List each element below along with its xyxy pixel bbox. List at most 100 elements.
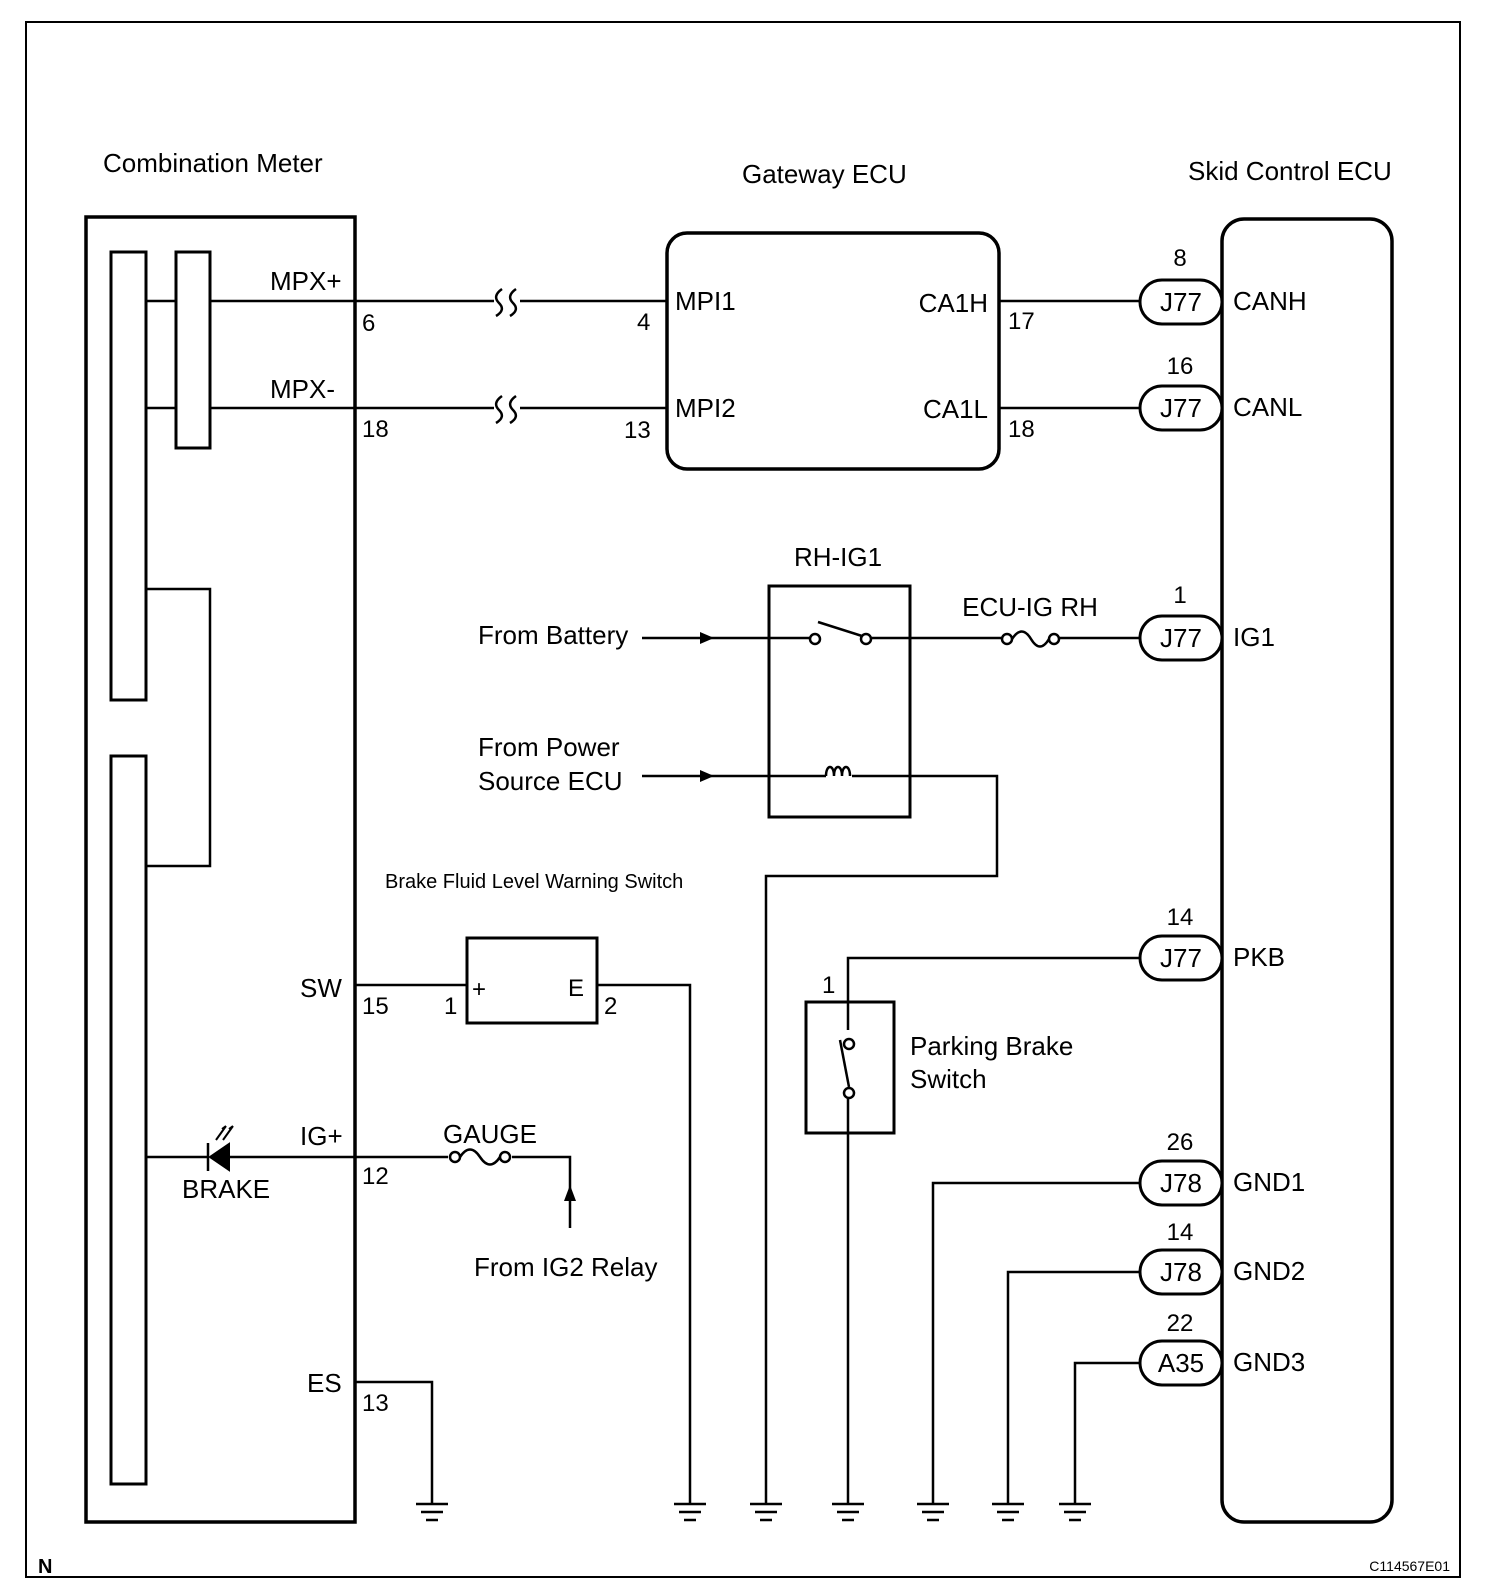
brake-fluid-switch-box <box>465 936 599 1025</box>
pin-mpi1: 4 <box>637 309 650 336</box>
ig2-relay-arrow <box>564 1185 576 1201</box>
terminal-sw: SW <box>300 973 342 1003</box>
meter-internal-wiring <box>146 299 212 868</box>
gnd1-wire <box>931 1181 1140 1504</box>
brake-fluid-switch-pin2: 2 <box>604 993 617 1020</box>
pin-mpi2: 13 <box>624 417 651 444</box>
relay-name: RH-IG1 <box>794 542 882 572</box>
terminal-gnd1: GND1 <box>1233 1167 1305 1197</box>
parking-brake-switch-pin: 1 <box>822 972 835 999</box>
ground-icon-parking <box>832 1502 864 1522</box>
terminal-es: ES <box>307 1368 342 1398</box>
source-power-line1: From Power <box>478 732 620 762</box>
parking-brake-contact-bottom <box>842 1086 856 1100</box>
source-power-line2: Source ECU <box>478 766 623 796</box>
connector-canl: 16 J77 CANL <box>1138 353 1302 432</box>
terminal-ca1h: CA1H <box>919 288 988 318</box>
meter-mpx-module <box>174 250 212 450</box>
pin-sw: 15 <box>362 993 389 1020</box>
terminal-gnd3: GND3 <box>1233 1347 1305 1377</box>
connector-label-ig1: J77 <box>1160 623 1202 653</box>
relay-box <box>767 584 912 819</box>
corner-label-left: N <box>38 1556 52 1578</box>
connector-gnd1: 26 J78 GND1 <box>1138 1129 1305 1207</box>
terminal-canl: CANL <box>1233 392 1302 422</box>
connector-label-gnd3: A35 <box>1158 1348 1204 1378</box>
connector-label-gnd1: J78 <box>1160 1168 1202 1198</box>
pin-ig1: 1 <box>1173 582 1186 609</box>
ground-icon-relay <box>750 1502 782 1522</box>
terminal-canh: CANH <box>1233 286 1307 316</box>
connector-ig1: 1 J77 IG1 <box>1138 582 1275 662</box>
parking-brake-switch-line2: Switch <box>910 1064 987 1094</box>
brake-fluid-switch-title: Brake Fluid Level Warning Switch <box>385 871 683 893</box>
meter-inner-bar-upper <box>109 250 148 702</box>
brake-fluid-switch-e: E <box>568 975 584 1002</box>
battery-arrow <box>700 632 714 644</box>
brake-lamp-label: BRAKE <box>182 1174 270 1204</box>
pin-ig-plus: 12 <box>362 1163 389 1190</box>
pin-mpx-minus: 18 <box>362 416 389 443</box>
terminal-gnd2: GND2 <box>1233 1256 1305 1286</box>
skid-control-ecu-box <box>1220 217 1394 1524</box>
relay-contact-b <box>859 632 873 646</box>
connector-canh: 8 J77 CANH <box>1138 245 1307 326</box>
pin-ca1l: 18 <box>1008 416 1035 443</box>
parking-brake-switch-blade <box>838 1039 851 1088</box>
terminal-pkb: PKB <box>1233 942 1285 972</box>
ground-icon-gnd2 <box>992 1502 1024 1522</box>
fuse-ecu-ig-rh-icon <box>1000 630 1061 648</box>
fuse-ecu-ig-rh-label: ECU-IG RH <box>962 592 1098 622</box>
pin-ca1h: 17 <box>1008 308 1035 335</box>
gnd2-wire <box>1006 1270 1140 1504</box>
source-ig2-relay: From IG2 Relay <box>474 1252 658 1282</box>
ground-icon-brake-switch <box>674 1502 706 1522</box>
terminal-mpx-minus: MPX- <box>270 374 335 404</box>
connector-gnd2: 14 J78 GND2 <box>1138 1219 1305 1296</box>
connector-label-gnd2: J78 <box>1160 1257 1202 1287</box>
terminal-mpi2: MPI2 <box>675 393 736 423</box>
es-wire <box>355 1380 434 1504</box>
parking-brake-contact-top <box>842 1037 856 1051</box>
wire-break-symbol-1 <box>494 287 518 318</box>
fuse-gauge-label: GAUGE <box>443 1119 537 1149</box>
fuse-gauge-icon <box>448 1148 512 1166</box>
pin-pkb: 14 <box>1167 904 1194 931</box>
parking-brake-switch-box <box>804 1000 896 1135</box>
source-battery: From Battery <box>478 620 628 650</box>
brake-fluid-switch-pin1: 1 <box>444 993 457 1020</box>
terminal-mpx-plus: MPX+ <box>270 266 342 296</box>
pin-gnd1: 26 <box>1167 1129 1194 1156</box>
led-rays-icon <box>215 1125 234 1141</box>
skid-control-ecu-title: Skid Control ECU <box>1188 156 1392 186</box>
relay-contact-a <box>808 632 822 646</box>
pin-gnd2: 14 <box>1167 1219 1194 1246</box>
gateway-ecu-box <box>665 231 1001 471</box>
pin-gnd3: 22 <box>1167 1310 1194 1337</box>
connector-label-pkb: J77 <box>1160 943 1202 973</box>
pin-es: 13 <box>362 1390 389 1417</box>
combination-meter-title: Combination Meter <box>103 148 323 178</box>
terminal-mpi1: MPI1 <box>675 286 736 316</box>
gateway-ecu-title: Gateway ECU <box>742 159 907 189</box>
pin-canl: 16 <box>1167 353 1194 380</box>
connector-label-canl: J77 <box>1160 393 1202 423</box>
ground-icon-es <box>416 1502 448 1522</box>
meter-inner-bar-lower <box>109 754 148 1486</box>
ig-plus-wire <box>146 1155 572 1228</box>
relay-switch-blade <box>817 620 863 638</box>
connector-label-canh: J77 <box>1160 287 1202 317</box>
parking-brake-switch-line1: Parking Brake <box>910 1031 1073 1061</box>
brake-fluid-switch-plus: + <box>472 976 486 1003</box>
pin-mpx-plus: 6 <box>362 310 375 337</box>
brake-lamp-led-icon <box>208 1142 230 1172</box>
pkb-wire <box>846 956 1140 1504</box>
pin-canh: 8 <box>1173 245 1186 272</box>
relay-coil-icon <box>824 765 852 777</box>
terminal-ig-plus: IG+ <box>300 1121 343 1151</box>
diagram-frame <box>25 21 1461 1578</box>
corner-label-right: C114567E01 <box>1369 1558 1450 1574</box>
sw-wire <box>355 983 692 1504</box>
terminal-ca1l: CA1L <box>923 394 988 424</box>
